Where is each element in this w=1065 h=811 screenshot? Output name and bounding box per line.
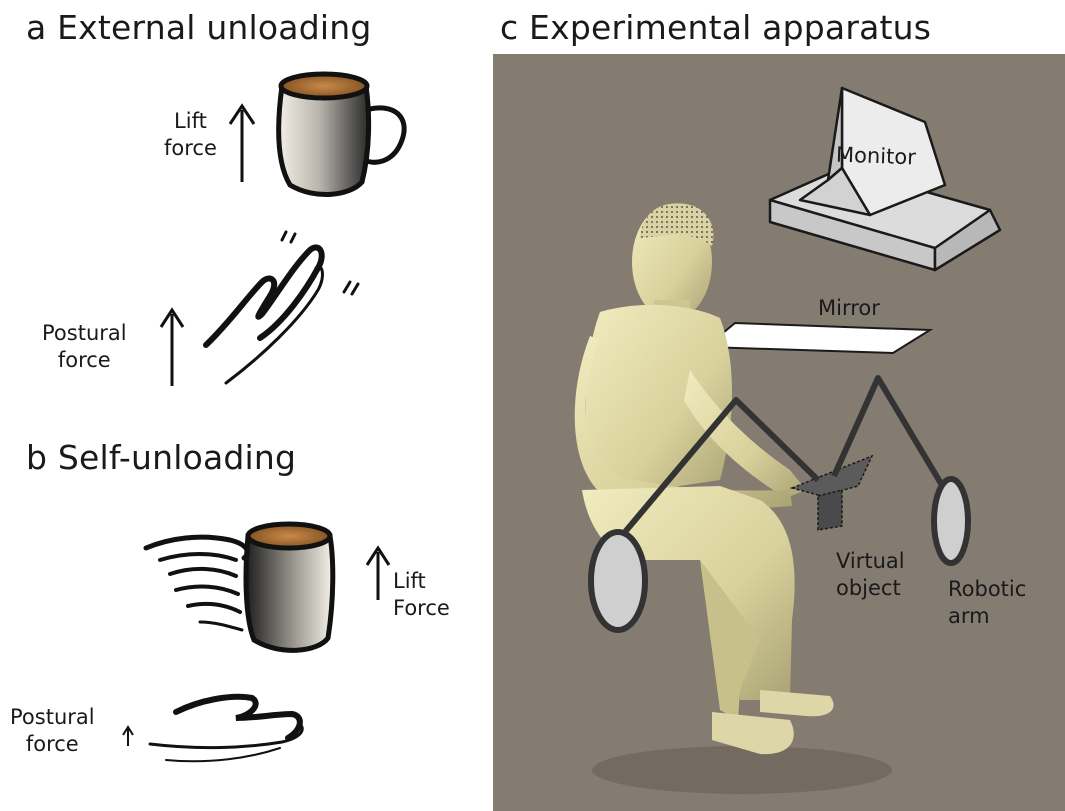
panel-b-lift-label-line2: Force	[393, 595, 450, 622]
panel-a-postural-label: Postural force	[42, 320, 127, 375]
panel-a-hand	[206, 232, 358, 383]
panel-a-mug	[279, 74, 404, 195]
robotic-arm-label-line1: Robotic	[948, 576, 1026, 603]
panel-b-lift-arrow	[367, 548, 389, 600]
panel-b-postural-label: Postural force	[10, 704, 95, 759]
panel-b-postural-label-line2: force	[10, 731, 95, 758]
robotic-arm-base-right	[934, 479, 968, 563]
robotic-arm-label-line2: arm	[948, 603, 1026, 630]
panel-a-postural-label-line1: Postural	[42, 320, 127, 347]
monitor	[770, 88, 1000, 270]
panel-b-grasping-hand	[146, 537, 248, 630]
panel-a-lift-arrow	[230, 106, 254, 182]
mirror	[706, 323, 930, 353]
panel-b-lift-label: Lift Force	[393, 568, 450, 623]
panel-a-lift-label-line2: force	[164, 135, 217, 162]
panel-a-postural-label-line2: force	[42, 347, 127, 374]
panel-a-postural-arrow	[161, 310, 183, 386]
monitor-label: Monitor	[836, 142, 917, 172]
virtual-object-label-line2: object	[836, 575, 905, 602]
seated-person	[575, 203, 892, 794]
panel-b-open-hand	[150, 697, 302, 761]
robotic-arm-base-left	[591, 532, 645, 630]
panel-a-lift-label: Lift force	[164, 108, 217, 163]
panel-b-postural-label-line1: Postural	[10, 704, 95, 731]
panel-a-lift-label-line1: Lift	[164, 108, 217, 135]
panel-b-mug	[246, 524, 333, 650]
virtual-object-label-line1: Virtual	[836, 548, 905, 575]
panel-b-postural-arrow	[123, 727, 133, 746]
panel-b-lift-label-line1: Lift	[393, 568, 450, 595]
robotic-arm-label: Robotic arm	[948, 576, 1026, 631]
virtual-object-label: Virtual object	[836, 548, 905, 603]
mirror-label: Mirror	[818, 295, 880, 322]
